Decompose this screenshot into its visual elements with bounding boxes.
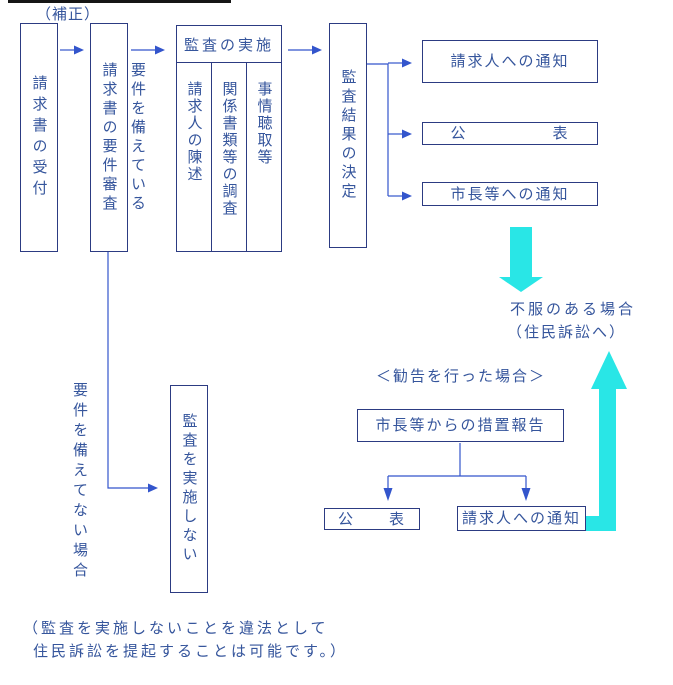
audit-execution-header: 監査の実施 [177,26,281,63]
box-receipt-label: 請求書の受付 [30,74,48,201]
arrowhead-review-fail [148,483,158,493]
arrowhead-review-to-audit [155,45,165,55]
box-requirement-review: 請求書の要件審査 [90,23,128,252]
branch-decision-line [366,63,389,196]
box-notify-mayor-label: 市長等への通知 [450,185,570,203]
arrowhead-branch-2 [402,129,412,139]
arrowhead-to-notify-claimant-bottom [521,488,531,501]
branch-measure-report-line [387,443,527,488]
requirements-met-label: 要件を備えている [129,62,146,214]
audit-col-hearing-label: 事情聴取等 [255,81,273,166]
requirements-not-met-label: 要件を備えてない場合 [71,382,88,582]
box-notify-claimant-label: 請求人への通知 [450,53,570,70]
note-line2: 住民訴訟を提起することは可能です。） [33,643,349,660]
audit-col-statement-label: 請求人の陳述 [185,81,203,183]
box-notify-claimant-bottom: 請求人への通知 [457,506,586,531]
arrowhead-branch-1 [402,58,412,68]
dissatisfied-label-line2: （住民訴訟へ） [507,324,627,341]
arrowhead-branch-3 [402,191,412,201]
box-publication-top-label: 公 表 [450,125,570,142]
box-no-audit-label: 監査を実施しない [180,413,198,565]
branch-review-fail-line [107,252,148,489]
box-publication-bottom: 公 表 [324,508,420,530]
audit-col-documents: 関係書類等の調査 [211,63,246,251]
lawsuit-up-arrow [584,351,627,531]
dissatisfied-label-line1: 不服のある場合 [510,301,637,318]
arrowhead-to-publication-bottom [383,488,393,501]
arrowhead-receipt-to-review [74,45,84,55]
arrowhead-audit-to-decision [312,45,322,55]
cropped-title-underline [8,0,231,3]
box-result-decision: 監査結果の決定 [329,23,367,248]
recommendation-case-label: ＜勧告を行った場合＞ [376,368,547,385]
box-notify-mayor: 市長等への通知 [422,182,598,206]
lawsuit-down-arrow [499,227,543,292]
box-notify-claimant-bottom-label: 請求人への通知 [461,510,581,527]
correction-label: （補正） [36,6,101,23]
audit-col-documents-label: 関係書類等の調査 [220,81,238,217]
box-requirement-review-label: 請求書の要件審査 [100,61,118,214]
box-result-decision-label: 監査結果の決定 [339,69,357,202]
audit-execution-body: 請求人の陳述 関係書類等の調査 事情聴取等 [177,63,281,251]
audit-col-statement: 請求人の陳述 [177,63,211,251]
box-no-audit: 監査を実施しない [170,385,208,593]
box-measure-report: 市長等からの措置報告 [357,409,564,442]
box-publication-bottom-label: 公 表 [337,510,406,528]
box-audit-execution: 監査の実施 請求人の陳述 関係書類等の調査 事情聴取等 [176,25,282,252]
note-line1: （監査を実施しないことを違法として [23,620,329,637]
box-measure-report-label: 市長等からの措置報告 [375,417,546,434]
audit-col-hearing: 事情聴取等 [246,63,281,251]
box-receipt: 請求書の受付 [20,23,58,252]
box-notify-claimant: 請求人への通知 [422,40,598,83]
box-publication-top: 公 表 [422,122,598,145]
